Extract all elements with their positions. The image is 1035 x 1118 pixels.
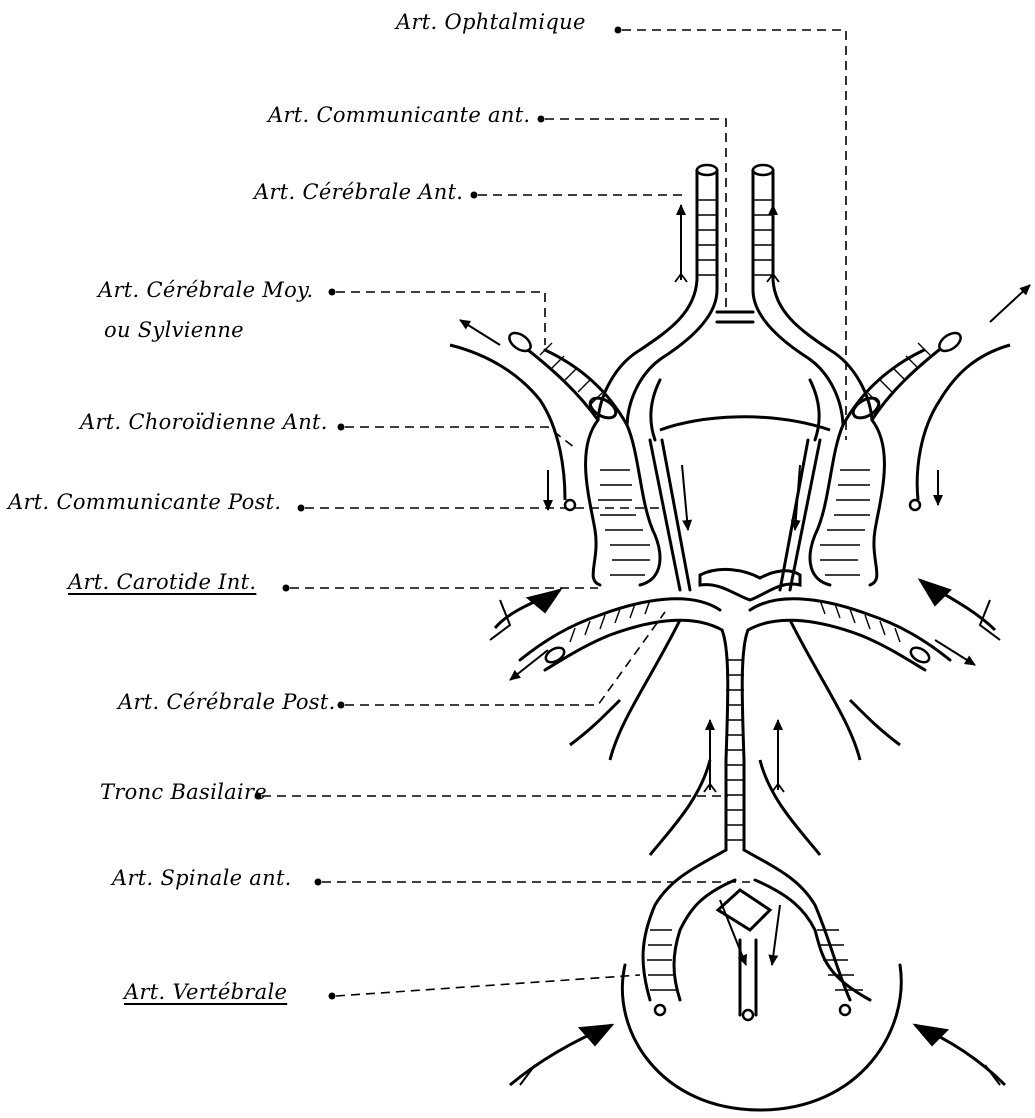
label-vertebrale: Art. Vertébrale [124, 980, 287, 1004]
label-communicante-post: Art. Communicante Post. [8, 490, 281, 514]
leader-ophtalmique [622, 30, 846, 440]
label-carotide-int: Art. Carotide Int. [68, 570, 256, 594]
leader-vertebrale [336, 975, 640, 996]
label-cerebrale-moy: Art. Cérébrale Moy. [98, 278, 313, 302]
label-tronc-basilaire: Tronc Basilaire [100, 780, 267, 804]
leader-cerebrale-post [345, 612, 665, 705]
label-cerebrale-ant: Art. Cérébrale Ant. [254, 180, 463, 204]
vessel-walls [515, 170, 952, 1110]
label-ophtalmique: Art. Ophtalmique [396, 10, 586, 34]
label-communicante-ant: Art. Communicante ant. [268, 103, 530, 127]
leader-choroidienne-ant [345, 427, 575, 448]
label-choroidienne-ant: Art. Choroïdienne Ant. [80, 410, 328, 434]
label-cerebrale-moy-sylvienne: ou Sylvienne [104, 318, 244, 342]
label-cerebrale-post: Art. Cérébrale Post. [118, 690, 336, 714]
hatching [540, 200, 930, 990]
leader-dots [255, 27, 622, 1000]
label-spinale-ant: Art. Spinale ant. [112, 866, 292, 890]
flow-arrow-tails [675, 274, 784, 792]
leader-communicante-ant [545, 119, 726, 308]
